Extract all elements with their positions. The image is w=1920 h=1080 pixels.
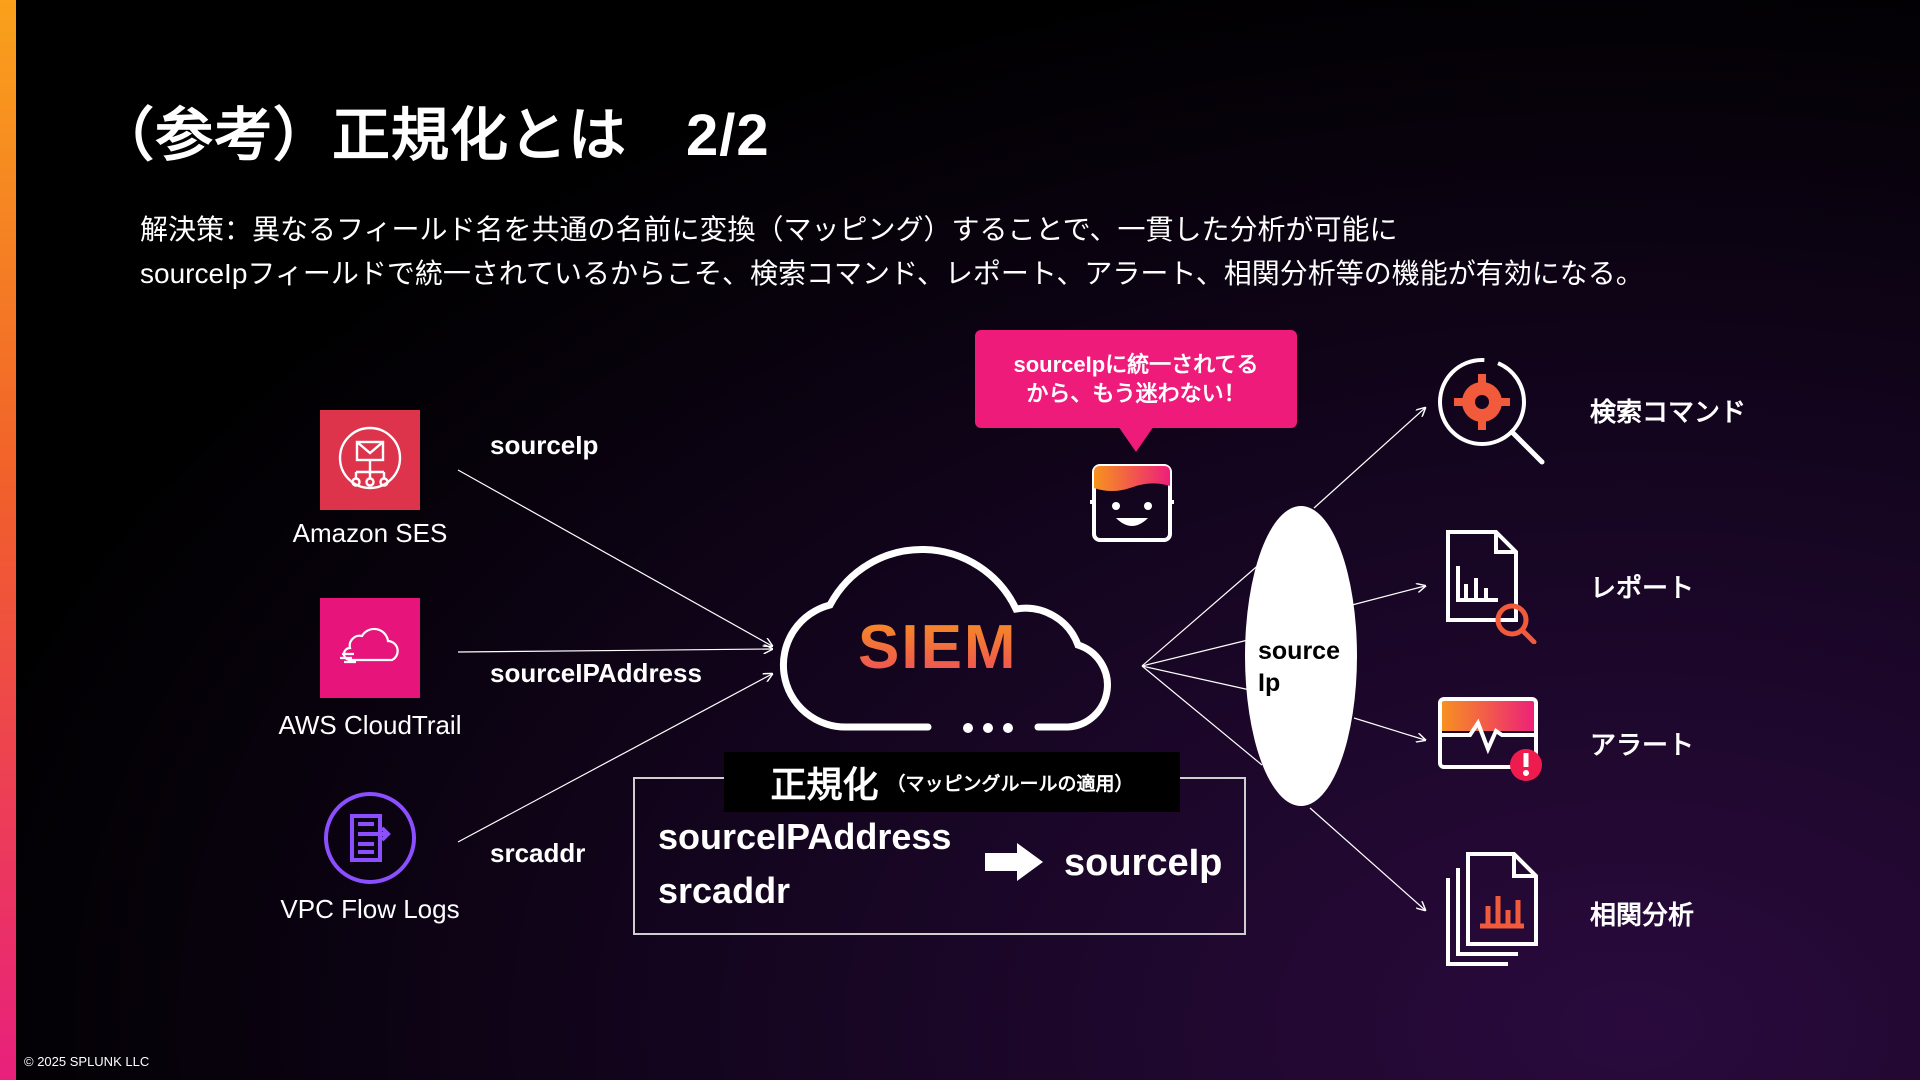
description-line-2: sourceIpフィールドで統一されているからこそ、検索コマンド、レポート、アラ… (140, 258, 1644, 289)
alert-icon (1436, 695, 1546, 785)
source-label-ses: Amazon SES (292, 518, 448, 548)
search-gear-icon (1430, 350, 1550, 470)
smiling-face-icon (1090, 462, 1174, 549)
field-label-vpc: srcaddr (490, 838, 586, 868)
report-icon (1440, 528, 1540, 644)
normalization-subtitle: （マッピングルールの適用） (886, 773, 1134, 795)
mapping-target: sourceIp (1064, 842, 1223, 884)
field-label-ses: sourceIp (490, 430, 599, 460)
hub-label-line-2: Ip (1258, 669, 1281, 697)
output-label-search: 検索コマンド (1590, 397, 1747, 427)
field-label-cloudtrail: sourceIPAddress (490, 658, 702, 688)
siem-label: SIEM (858, 613, 1018, 682)
cloudtrail-icon (320, 598, 420, 698)
normalization-title: 正規化 (770, 764, 879, 805)
mapping-source-1: sourceIPAddress (658, 816, 952, 857)
bubble-line-1: sourceIpに統一されてる (1013, 352, 1259, 377)
mapping-source-2: srcaddr (658, 870, 791, 911)
bubble-tail (1118, 426, 1154, 452)
normalization-header: 正規化 （マッピングルールの適用） (724, 752, 1180, 812)
ses-icon (320, 410, 420, 510)
output-label-alert: アラート (1590, 730, 1695, 760)
hub-ellipse (1245, 506, 1357, 806)
hub-label-line-1: source (1258, 637, 1340, 665)
copyright: © 2025 SPLUNK LLC (24, 1054, 150, 1069)
bubble-line-2: から、もう迷わない！ (1026, 381, 1246, 406)
mapping-arrow-icon (985, 841, 1045, 888)
page-title: （参考）正規化とは 2/2 (96, 103, 770, 168)
description-line-1: 解決策：異なるフィールド名を共通の名前に変換（マッピング）することで、一貫した分… (140, 214, 1398, 245)
correlation-icon (1444, 850, 1544, 970)
output-label-correlation: 相関分析 (1590, 900, 1695, 930)
output-label-report: レポート (1590, 573, 1695, 603)
siem-cloud-icon (778, 525, 1128, 740)
vpc-flow-logs-icon (320, 788, 420, 888)
hub-label: source Ip (1258, 635, 1348, 699)
source-label-vpc: VPC Flow Logs (280, 894, 460, 924)
source-label-cloudtrail: AWS CloudTrail (278, 710, 462, 740)
speech-bubble: sourceIpに統一されてる から、もう迷わない！ (975, 330, 1297, 428)
accent-bar (0, 0, 16, 1080)
